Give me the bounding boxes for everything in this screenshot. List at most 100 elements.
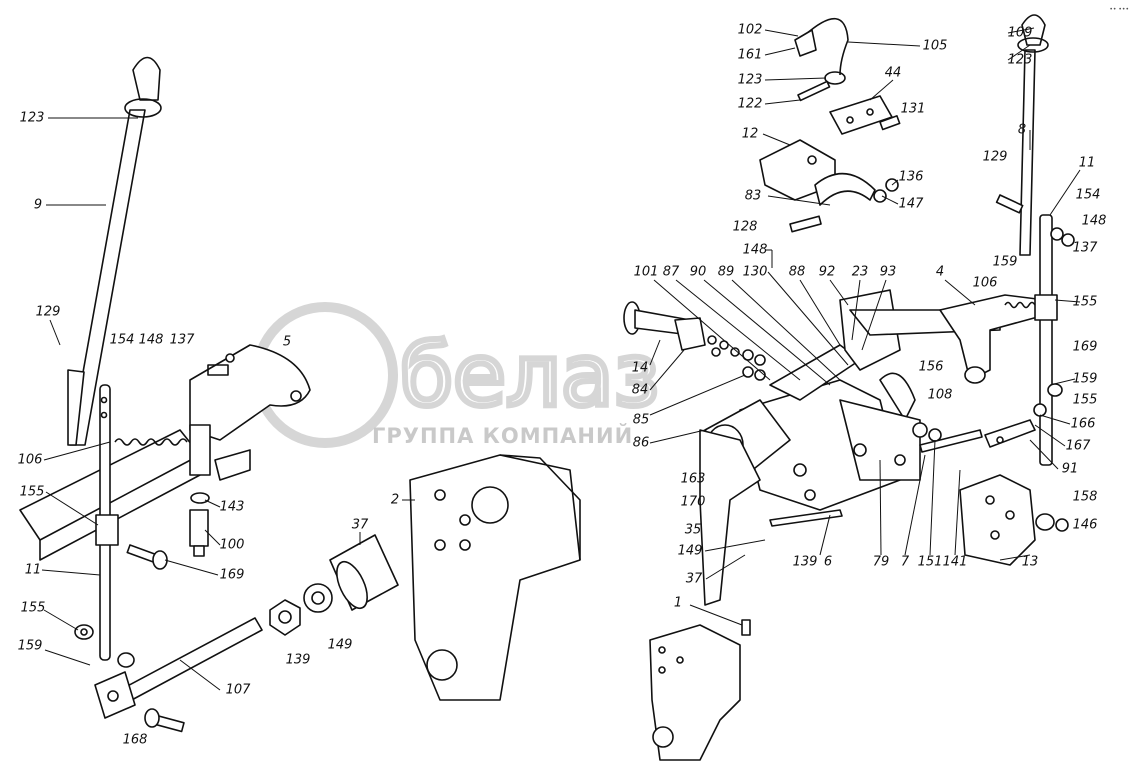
callout-label: 143	[219, 499, 245, 515]
rod-11-right	[1034, 214, 1058, 466]
callout-label: 159	[17, 638, 43, 654]
nut-left	[117, 652, 135, 668]
callout-label: 148	[138, 332, 164, 348]
callout-label: 11	[1078, 155, 1096, 171]
watermark-logo: белаз	[252, 302, 662, 448]
svg-text:белаз: белаз	[400, 326, 659, 426]
callout-label: 169	[219, 567, 245, 583]
clamp-83	[814, 172, 876, 206]
callout-label: 123	[19, 110, 45, 126]
callout-label: 167	[1065, 438, 1091, 454]
pin-169	[126, 544, 168, 570]
callout-label: 9	[33, 197, 43, 213]
bolt-131	[879, 115, 901, 131]
callout-label: 170	[680, 494, 706, 510]
link-91	[984, 419, 1036, 448]
callout-label: 87	[662, 264, 680, 280]
callout-label: 161	[737, 47, 763, 63]
washer-155-left	[74, 624, 94, 640]
bolt-129-right	[995, 194, 1024, 214]
nuts-right	[1033, 227, 1075, 417]
callout-label: 86	[632, 435, 650, 451]
watermark-subtitle: ГРУППА КОМПАНИЙ	[372, 424, 634, 448]
washers-158-146	[1035, 513, 1069, 532]
callout-label: 168	[122, 732, 148, 748]
callout-label: 101	[633, 264, 659, 280]
callout-label: 129	[35, 304, 61, 320]
bracket-1	[649, 619, 751, 761]
bracket-5	[19, 344, 311, 561]
rod-7	[912, 422, 983, 453]
callout-label: 108	[927, 387, 953, 403]
corner-mark: •• •••	[1109, 6, 1129, 13]
callout-label: 4	[935, 264, 945, 280]
lever-86	[699, 429, 761, 606]
callout-label: 131	[900, 101, 926, 117]
rod-107	[94, 617, 263, 719]
callout-label: 35	[684, 522, 702, 538]
callout-label: 5	[282, 334, 292, 350]
callout-label: 163	[680, 471, 706, 487]
callout-label: 8	[1017, 122, 1027, 138]
spring-106	[114, 438, 188, 446]
callout-label: 155	[19, 484, 45, 500]
callout-label: 79	[872, 554, 890, 570]
callout-label: 154	[109, 332, 135, 348]
washer-149	[303, 583, 333, 613]
cable-105	[794, 17, 849, 85]
callout-label: 122	[737, 96, 763, 112]
callout-label: 1	[673, 595, 683, 611]
callout-label: 7	[900, 554, 910, 570]
callout-label: 151	[917, 554, 943, 570]
bolt-128	[789, 215, 822, 233]
callout-label: 2	[390, 492, 400, 508]
callout-label: 128	[732, 219, 758, 235]
callout-label: 105	[922, 38, 948, 54]
callout-label: 93	[879, 264, 897, 280]
callout-label: 159	[1072, 371, 1098, 387]
callout-label: 148	[1081, 213, 1107, 229]
callout-label: 149	[327, 637, 353, 653]
callout-label: 158	[1072, 489, 1098, 505]
callout-label: 148	[742, 242, 768, 258]
callout-label: 149	[677, 543, 703, 559]
callout-label: 37	[685, 571, 703, 587]
callout-label: 155	[1072, 392, 1098, 408]
callout-label: 109	[1007, 25, 1033, 41]
callout-label: 14	[631, 360, 649, 376]
callout-label: 123	[737, 72, 763, 88]
spring-106-right	[1004, 301, 1036, 309]
callout-label: 12	[741, 126, 759, 142]
callout-label: 90	[689, 264, 707, 280]
callout-label: 6	[823, 554, 833, 570]
callout-label: 83	[744, 188, 762, 204]
fitting-100	[189, 492, 210, 557]
callout-label: 139	[285, 652, 311, 668]
callout-label: 11	[24, 562, 42, 578]
pin-168	[144, 708, 185, 733]
callout-label: 155	[20, 600, 46, 616]
callout-label: 106	[17, 452, 43, 468]
callout-label: 155	[1072, 294, 1098, 310]
pin-122	[797, 80, 831, 102]
callout-label: 130	[742, 264, 768, 280]
callout-label: 139	[792, 554, 818, 570]
callout-label: 88	[788, 264, 806, 280]
housing-84	[674, 317, 706, 351]
callout-label: 156	[918, 359, 944, 375]
callout-label: 137	[169, 332, 195, 348]
callout-label: 13	[1021, 554, 1039, 570]
bracket-13	[959, 474, 1036, 566]
callout-label: 123	[1007, 52, 1033, 68]
callout-label: 23	[851, 264, 869, 280]
lever-8	[1017, 14, 1049, 256]
callout-label: 89	[717, 264, 735, 280]
callout-label: 137	[1072, 240, 1098, 256]
lever-4	[939, 294, 1046, 384]
bracket-2	[409, 454, 581, 701]
callout-label: 44	[884, 65, 902, 81]
callout-label: 169	[1072, 339, 1098, 355]
